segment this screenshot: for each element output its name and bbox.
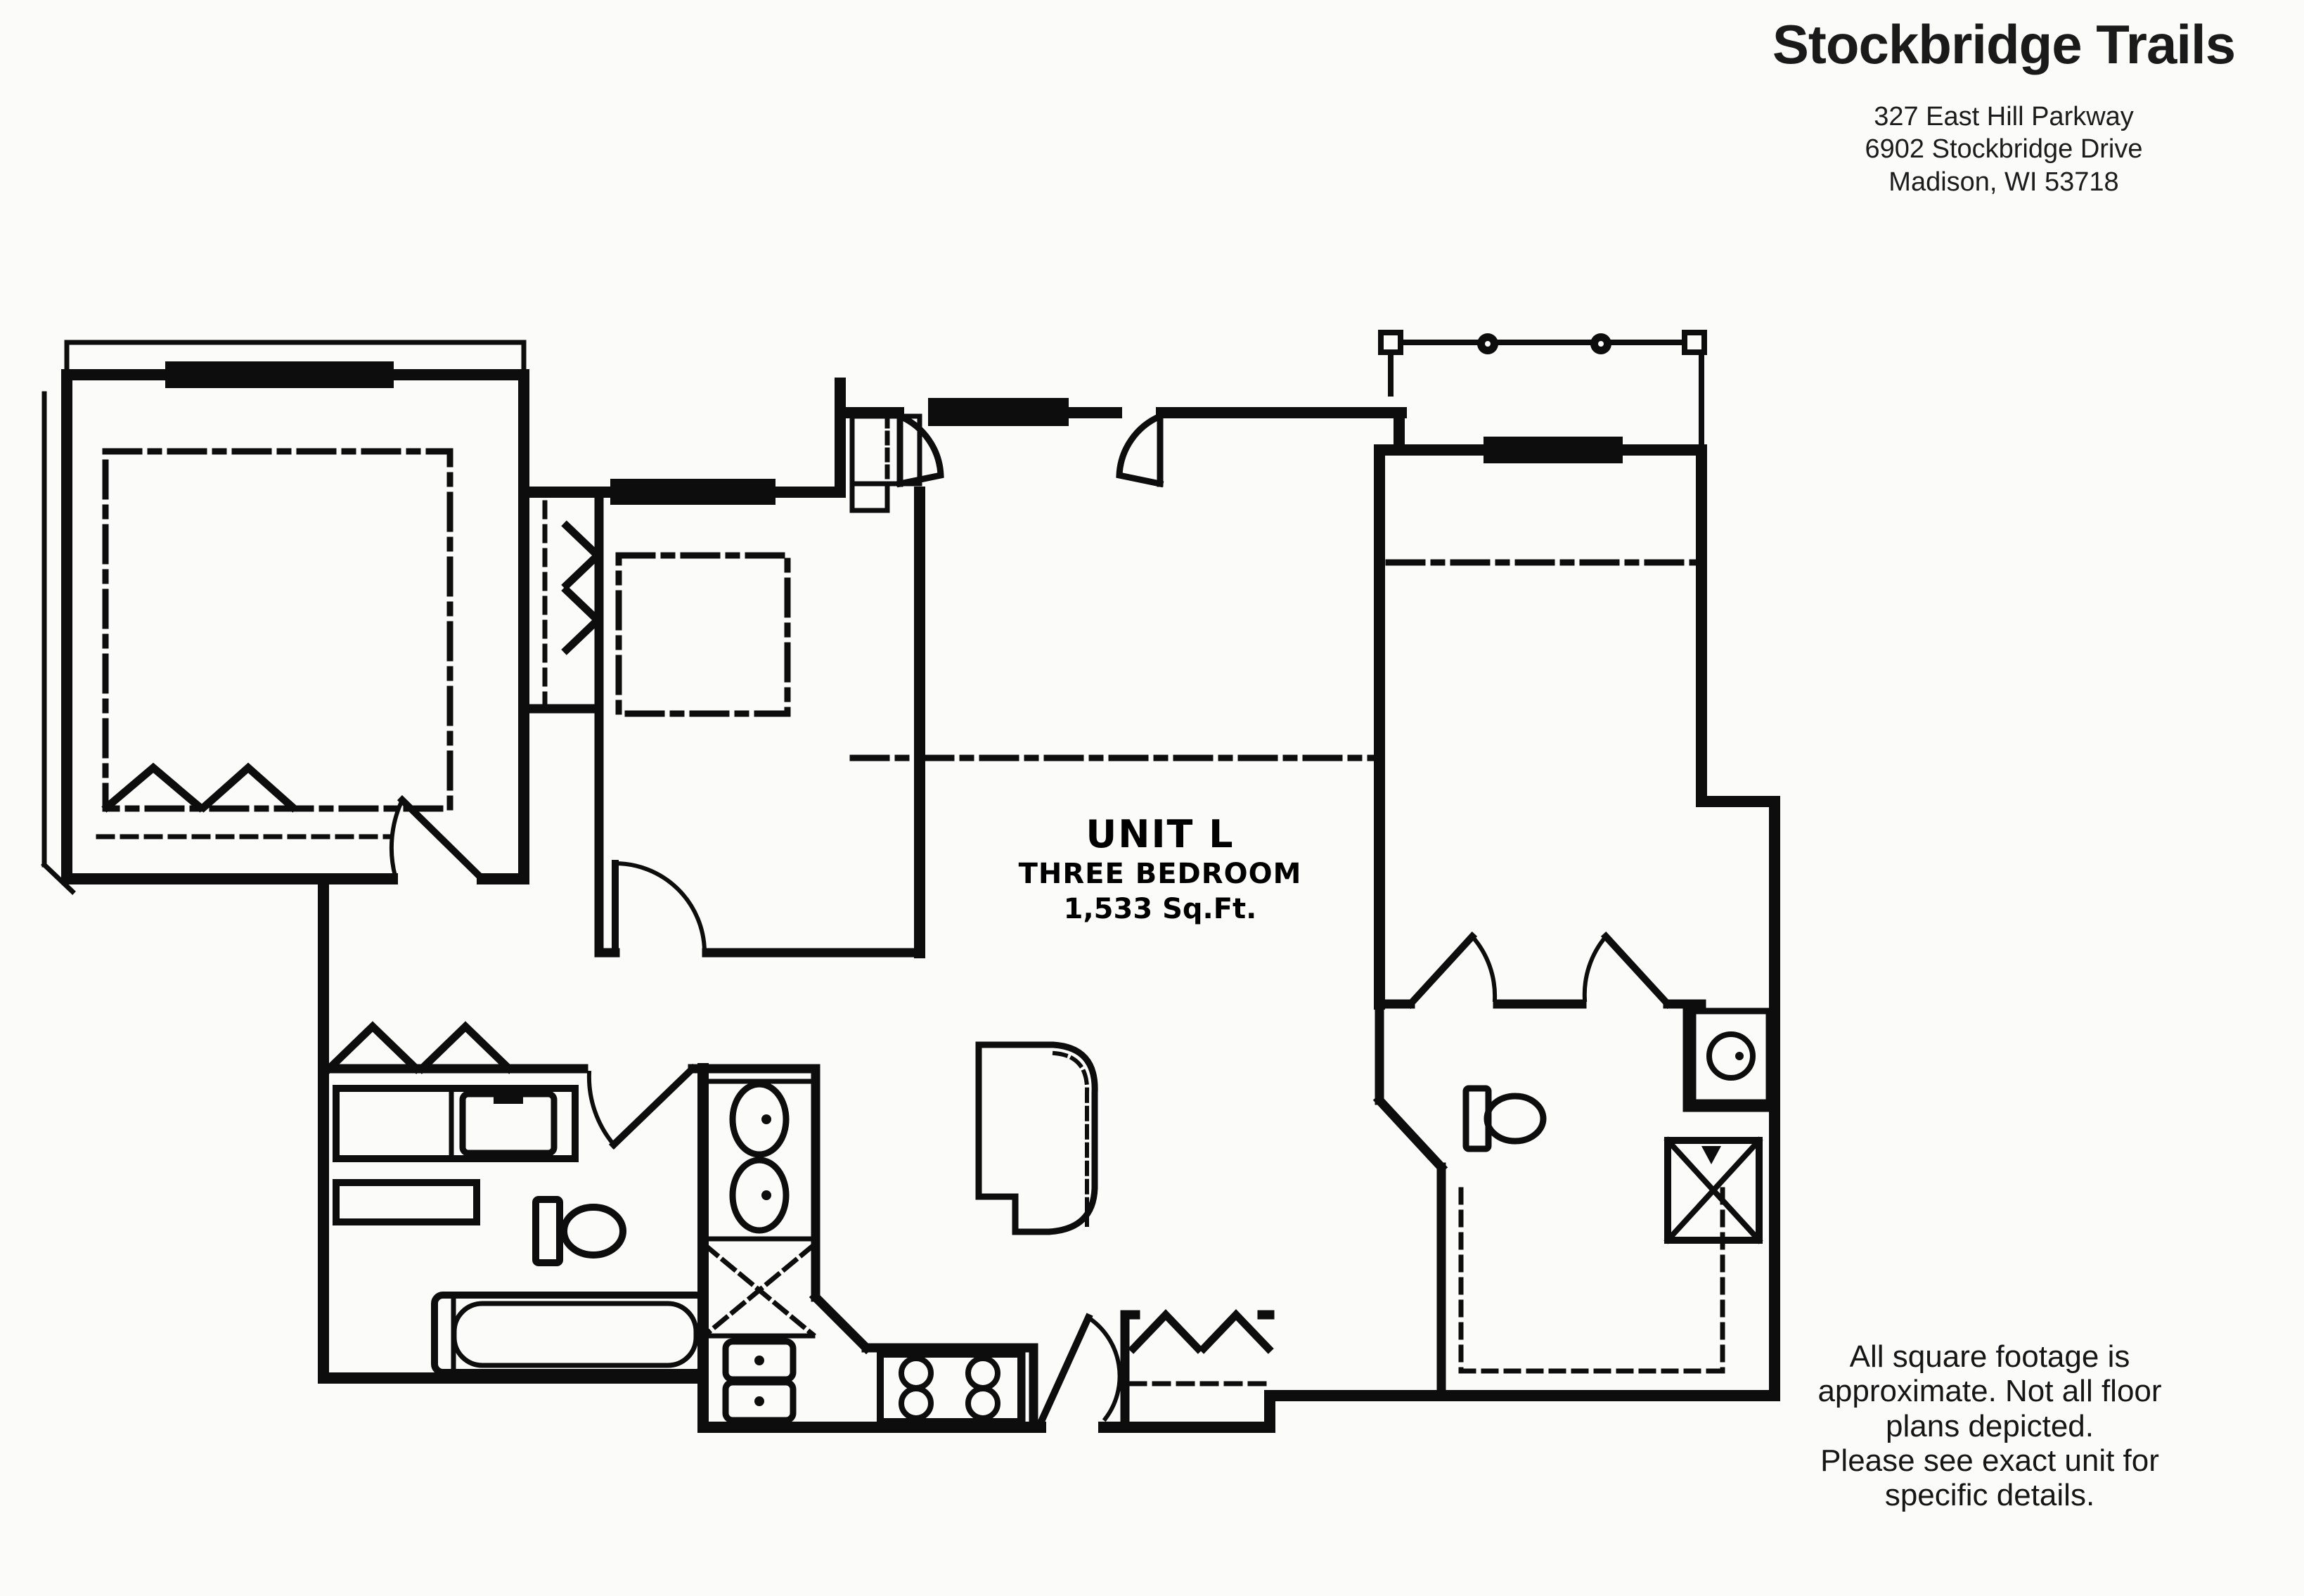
vanity-counter xyxy=(1690,1008,1772,1106)
dining-area xyxy=(835,378,1407,761)
patio-door-right xyxy=(1116,411,1164,488)
wall-oven-knob xyxy=(754,1396,764,1406)
ceiling-break-line xyxy=(615,552,791,717)
kitchen-sink-drain xyxy=(761,1114,771,1124)
kitchen-sink-drain xyxy=(761,1190,771,1200)
address-line: 6902 Stockbridge Drive xyxy=(1865,134,2143,165)
closet-walls xyxy=(1120,1310,1275,1432)
door-arc xyxy=(389,797,405,879)
address-line: Madison, WI 53718 xyxy=(1888,167,2119,197)
vanity-counter xyxy=(333,1085,579,1162)
door-leaf xyxy=(1036,1313,1093,1428)
shower-x xyxy=(1663,1136,1763,1244)
bedroom-1 xyxy=(41,340,529,895)
address-block: 327 East Hill Parkway 6902 Stockbridge D… xyxy=(1708,101,2299,198)
kitchen xyxy=(698,1064,1038,1432)
door-leaf xyxy=(608,1063,698,1150)
wall-interior xyxy=(519,487,925,958)
disclaimer-line: approximate. Not all floor xyxy=(1817,1374,2162,1409)
wall-oven xyxy=(722,1379,797,1424)
sofa xyxy=(975,1041,1098,1235)
door-leaf xyxy=(1405,931,1478,1010)
disclaimer-line: Please see exact unit for xyxy=(1820,1443,2159,1478)
vanity-faucet xyxy=(494,1094,523,1104)
window xyxy=(610,479,775,505)
deck-post xyxy=(1378,330,1403,355)
living-room xyxy=(975,1041,1098,1235)
chase xyxy=(849,481,890,513)
ceiling-break-line xyxy=(102,448,453,812)
kitchen-sink xyxy=(729,1081,790,1158)
toilet-bowl xyxy=(1484,1093,1547,1145)
bathroom xyxy=(318,873,709,1433)
sofa-back-line xyxy=(1052,1050,1090,1227)
door-leaf xyxy=(397,794,488,884)
kitchen-sink xyxy=(729,1157,790,1234)
wall-interior xyxy=(1372,999,1780,1401)
stove-burner xyxy=(965,1356,1000,1391)
closet-bifold-doors xyxy=(561,520,603,655)
shower xyxy=(1664,1137,1763,1244)
bathtub-basin xyxy=(451,1301,699,1368)
disclaimer: All square footage is approximate. Not a… xyxy=(1680,1339,2299,1512)
page-title: Stockbridge Trails xyxy=(1772,13,2236,75)
unit-type: THREE BEDROOM xyxy=(1018,858,1302,890)
closet-bifold-doors xyxy=(101,762,298,813)
walk-in-closet-shelves xyxy=(1458,1187,1725,1374)
unit-label: UNIT L THREE BEDROOM 1,533 Sq.Ft. xyxy=(998,812,1322,925)
unit-name: UNIT L xyxy=(1086,812,1235,856)
address-line: 327 East Hill Parkway xyxy=(1874,102,2134,131)
counter-walls xyxy=(698,1064,1038,1432)
door-arc xyxy=(612,861,707,953)
vanity-sink-drain xyxy=(1735,1052,1744,1060)
refrigerator-x xyxy=(702,1242,816,1338)
entry xyxy=(697,1309,1275,1433)
deck-post-center xyxy=(1485,341,1491,347)
stove-burner xyxy=(899,1356,934,1391)
shower-head-marker xyxy=(1701,1146,1721,1164)
deck-railing xyxy=(1388,340,1704,453)
door-arc xyxy=(1469,933,1498,1003)
cabinet xyxy=(333,1179,480,1225)
toilet-tank xyxy=(532,1196,563,1266)
window xyxy=(165,361,394,388)
toilet-bowl xyxy=(560,1204,626,1259)
header: Stockbridge Trails 327 East Hill Parkway… xyxy=(1708,13,2299,198)
closet-bifold-doors xyxy=(323,1021,515,1074)
deck xyxy=(1378,330,1707,453)
window xyxy=(1484,437,1623,463)
stove-burner xyxy=(899,1386,934,1421)
disclaimer-line: plans depicted. xyxy=(1886,1408,2094,1443)
deck-post xyxy=(1682,330,1707,355)
closet-bifold-doors xyxy=(1128,1309,1274,1354)
door-arc xyxy=(1582,933,1609,1003)
wall xyxy=(518,487,925,958)
disclaimer-line: All square footage is xyxy=(1849,1339,2130,1374)
master-bathroom xyxy=(1264,931,1780,1433)
disclaimer-line: specific details. xyxy=(1884,1478,2095,1513)
unit-square-footage: 1,533 Sq.Ft. xyxy=(1063,893,1257,925)
door-arc xyxy=(586,1070,617,1148)
door-arc xyxy=(1085,1314,1122,1422)
window xyxy=(928,398,1069,426)
door-leaf xyxy=(1600,931,1673,1010)
stove-burner xyxy=(965,1386,1000,1421)
deck-post-center xyxy=(1598,341,1604,347)
wall-oven-knob xyxy=(754,1356,764,1365)
vanity-sink xyxy=(1706,1031,1756,1081)
bedroom-2 xyxy=(518,479,925,958)
wall-outer-trim xyxy=(41,340,527,895)
